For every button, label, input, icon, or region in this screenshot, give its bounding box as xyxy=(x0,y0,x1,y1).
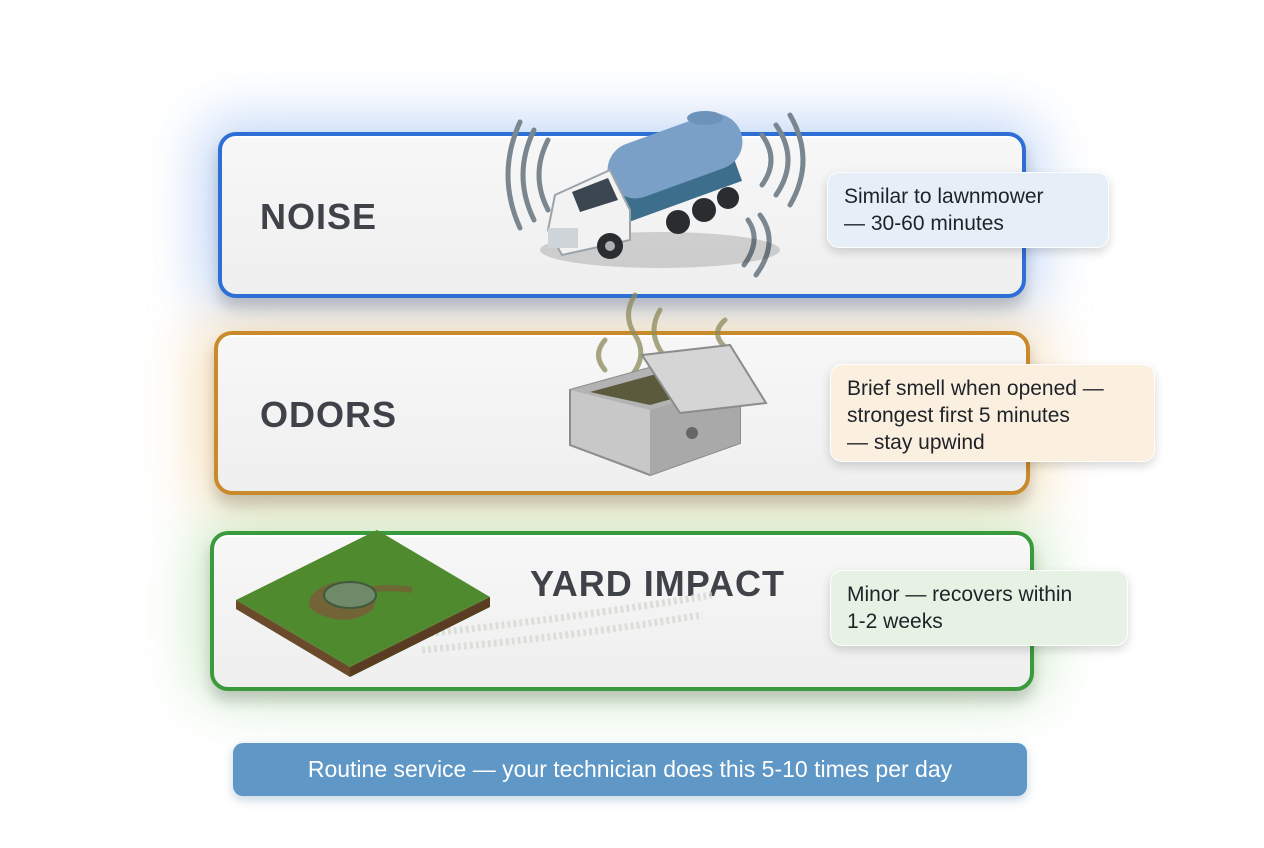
odors-callout-line: — stay upwind xyxy=(847,431,985,454)
odors-callout-line: strongest first 5 minutes xyxy=(847,404,1070,427)
yard-impact-callout-line: 1-2 weeks xyxy=(847,610,943,633)
noise-callout-line: Similar to lawnmower xyxy=(844,185,1044,208)
yard-impact-callout-line: Minor — recovers within xyxy=(847,583,1073,606)
vacuum-truck-icon xyxy=(505,111,806,278)
noise-label: NOISE xyxy=(260,196,378,237)
odors-callout-line: Brief smell when opened — xyxy=(847,377,1104,400)
noise-callout-line: — 30-60 minutes xyxy=(844,212,1004,235)
odors-callout: Brief smell when opened — strongest firs… xyxy=(830,364,1155,462)
footer-banner: Routine service — your technician does t… xyxy=(233,743,1027,796)
yard-impact-label: YARD IMPACT xyxy=(530,563,786,604)
noise-callout: Similar to lawnmower — 30-60 minutes xyxy=(827,172,1109,248)
odors-label: ODORS xyxy=(260,394,398,435)
septic-tank-icon xyxy=(569,292,768,477)
lawn-lid-icon xyxy=(236,530,713,677)
yard-impact-callout: Minor — recovers within 1-2 weeks xyxy=(830,570,1128,646)
